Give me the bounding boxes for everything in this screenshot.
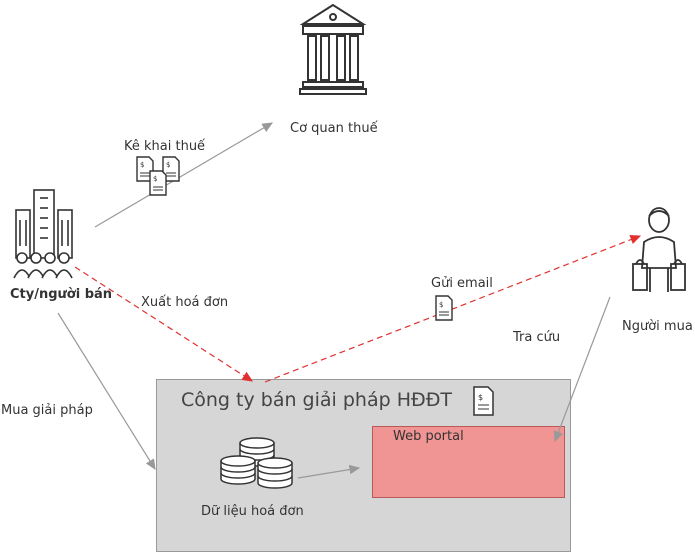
tax-declaration-label: Kê khai thuế (124, 139, 206, 154)
invoice-document-icon: $ (473, 386, 494, 416)
svg-text:$: $ (140, 161, 144, 169)
arrow-issue-invoice (74, 266, 254, 382)
bank-building-icon (299, 3, 367, 95)
buyer-label: Người mua (622, 319, 693, 334)
lookup-label: Tra cứu (513, 330, 561, 345)
database-icon (220, 437, 293, 489)
web-portal-label: Web portal (393, 429, 464, 444)
send-email-label: Gửi email (431, 276, 493, 291)
company-people-icon (13, 189, 73, 279)
buy-solution-label: Mua giải pháp (1, 403, 93, 418)
tax-office-label: Cơ quan thuế (290, 121, 378, 136)
arrow-data-to-portal (297, 464, 361, 479)
svg-text:$: $ (478, 393, 483, 402)
invoice-document-icon: $ $ $ (136, 156, 180, 196)
seller-label: Cty/người bán (10, 287, 113, 302)
issue-invoice-label: Xuất hoá đơn (141, 295, 229, 310)
svg-text:$: $ (153, 175, 157, 183)
web-portal-box (372, 426, 565, 498)
svg-text:$: $ (439, 301, 443, 309)
arrow-buy-solution (57, 312, 156, 471)
shopper-icon (632, 207, 686, 292)
arrow-tax-declaration (94, 122, 274, 228)
invoice-document-icon: $ (435, 295, 453, 321)
svg-text:$: $ (166, 161, 170, 169)
arrow-lookup (553, 296, 611, 443)
solution-company-title: Công ty bán giải pháp HĐĐT (181, 389, 453, 411)
invoice-data-label: Dữ liệu hoá đơn (201, 504, 304, 519)
